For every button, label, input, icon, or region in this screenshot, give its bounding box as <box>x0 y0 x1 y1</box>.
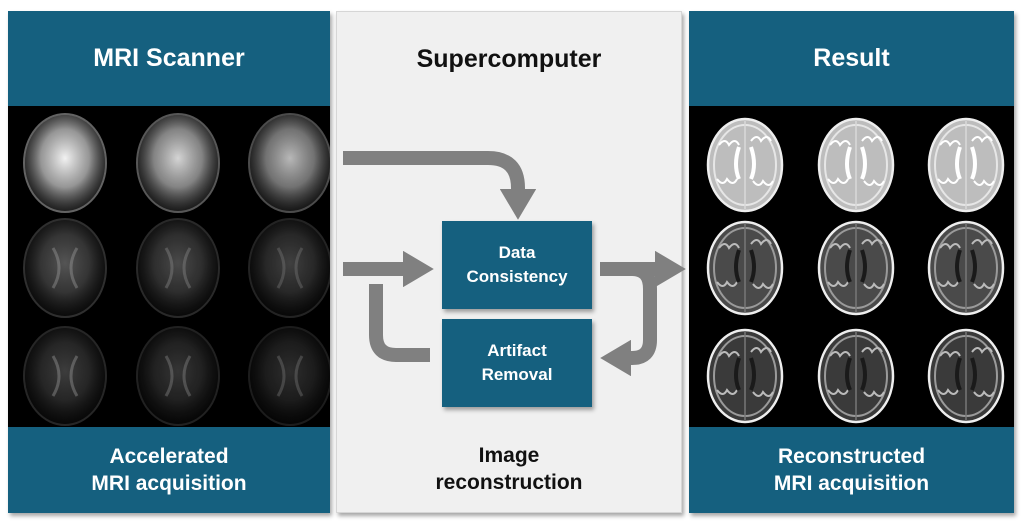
accelerated-scan-image <box>248 218 330 318</box>
reconstructed-scan-image <box>706 117 784 213</box>
caption-line-2: reconstruction <box>435 471 583 494</box>
reconstructed-scan-image <box>927 117 1005 213</box>
scanner-to-consistency-arrow <box>343 151 537 220</box>
reconstructed-scan-image <box>927 328 1005 424</box>
caption-line-1: Image <box>478 444 540 467</box>
accelerated-scan-image <box>23 113 107 213</box>
accelerated-scan-grid <box>8 106 330 427</box>
accelerated-scan-image <box>136 326 220 426</box>
box-line-2: Consistency <box>466 267 568 286</box>
accelerated-scan-image <box>248 113 330 213</box>
accelerated-scan-images <box>23 113 330 426</box>
consistency-to-artifact-arrow <box>600 262 657 377</box>
data-consistency-box: Data Consistency <box>442 221 592 309</box>
artifact-loop-arrow <box>369 284 430 362</box>
accelerated-scan-image <box>136 218 220 318</box>
box-line-1: Data <box>498 243 536 262</box>
result-panel: Result Reconstructed MRI acquisition <box>689 11 1014 513</box>
mri-scanner-panel: MRI Scanner Accelerated MRI acquisition <box>8 11 330 513</box>
supercomputer-title: Supercomputer <box>416 45 602 73</box>
result-title: Result <box>813 44 890 72</box>
caption-line-2: MRI acquisition <box>91 472 247 495</box>
reconstructed-scan-image <box>817 328 895 424</box>
reconstructed-scan-image <box>817 117 895 213</box>
box-line-1: Artifact <box>487 341 547 360</box>
reconstructed-scan-images <box>706 117 1005 424</box>
caption-line-1: Accelerated <box>109 445 229 468</box>
box-line-2: Removal <box>481 365 553 384</box>
caption-line-2: MRI acquisition <box>773 472 930 495</box>
image-reconstruction-caption: Image reconstruction <box>337 426 681 512</box>
accelerated-scan-image <box>248 326 330 426</box>
mri-scanner-title: MRI Scanner <box>93 44 245 72</box>
accelerated-scan-image <box>23 218 107 318</box>
reconstructed-acquisition-caption: Reconstructed MRI acquisition <box>689 427 1014 513</box>
accelerated-scan-image <box>136 113 220 213</box>
reconstructed-scan-image <box>706 220 784 316</box>
reconstructed-scan-grid <box>689 106 1014 427</box>
caption-line-1: Reconstructed <box>777 445 926 468</box>
reconstructed-scan-image <box>927 220 1005 316</box>
reconstructed-scan-image <box>706 328 784 424</box>
accelerated-acquisition-caption: Accelerated MRI acquisition <box>8 427 330 513</box>
accelerated-scan-image <box>23 326 107 426</box>
reconstructed-scan-image <box>817 220 895 316</box>
artifact-removal-box: Artifact Removal <box>442 319 592 407</box>
